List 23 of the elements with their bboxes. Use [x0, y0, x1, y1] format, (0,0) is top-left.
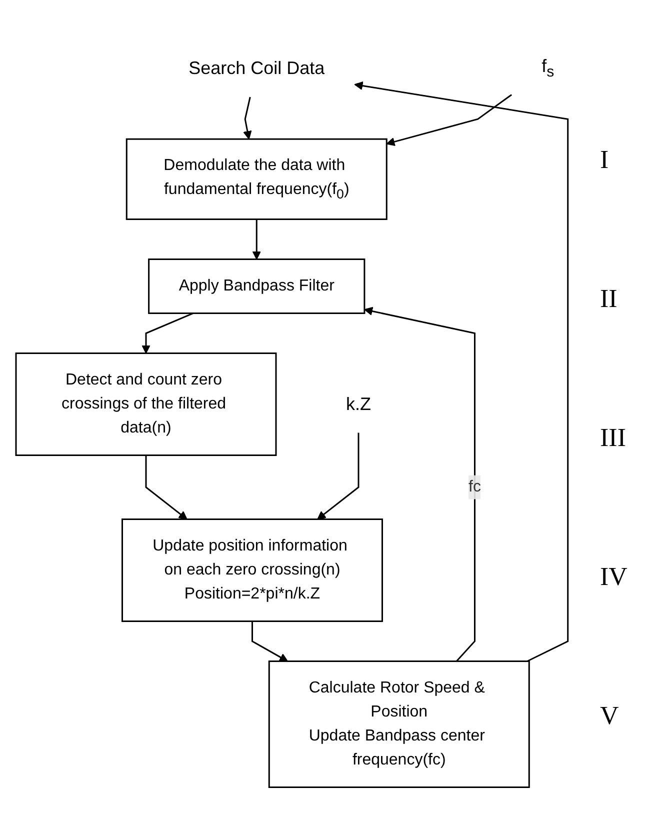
- arrow: [364, 306, 476, 662]
- arrow: [354, 81, 569, 662]
- arrow: [251, 621, 288, 662]
- node-box: Demodulate the data with fundamental frequency(f$_{0}$): [126, 138, 388, 220]
- node-box: Detect and count zero crossings of the filtered data(n): [15, 352, 277, 456]
- stage-numeral: III: [600, 422, 627, 452]
- arrow: [243, 96, 252, 140]
- arrow: [252, 219, 261, 260]
- stage-numeral: V: [600, 700, 620, 730]
- stage-numeral: I: [600, 144, 610, 174]
- arrow: [386, 94, 512, 146]
- arrow: [142, 312, 194, 354]
- node-box: Update position information on each zero crossing(n) Position=2*pi*n/k.Z: [121, 518, 383, 622]
- node-box: Calculate Rotor Speed & Position Update Bandpass center frequency(fc): [268, 660, 530, 788]
- stage-numeral: IV: [600, 562, 628, 592]
- node-box: Apply Bandpass Filter: [148, 258, 366, 314]
- edge-label: fc: [468, 478, 481, 496]
- node-text: Search Coil Data: [188, 58, 325, 78]
- arrow: [145, 455, 188, 520]
- stage-numeral: II: [600, 284, 618, 314]
- arrow: [317, 432, 360, 520]
- node-text: k.Z: [346, 394, 371, 414]
- node-text: f$_{s}$: [542, 56, 554, 80]
